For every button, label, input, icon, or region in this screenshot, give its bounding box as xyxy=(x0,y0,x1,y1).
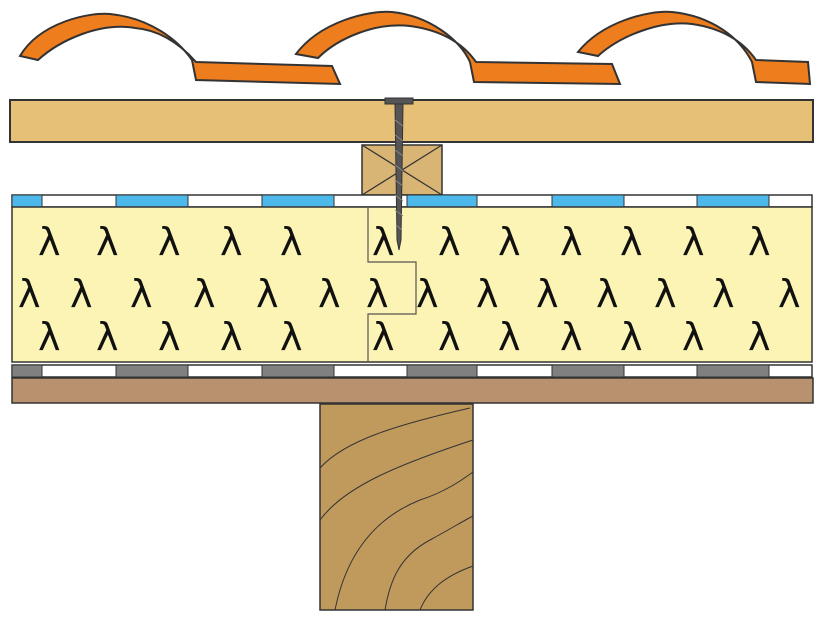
membrane-strip xyxy=(261,194,335,208)
roof-tile-1 xyxy=(18,12,342,86)
lambda-symbol: λ xyxy=(596,272,619,316)
lambda-symbol: λ xyxy=(682,315,705,359)
lambda-symbol: λ xyxy=(96,315,119,359)
insulation-panel xyxy=(11,206,813,363)
lambda-symbol: λ xyxy=(280,220,303,264)
lambda-symbol: λ xyxy=(748,220,771,264)
roof-tile-2 xyxy=(294,10,622,86)
lambda-symbol: λ xyxy=(158,220,181,264)
lambda-symbol: λ xyxy=(70,272,93,316)
lambda-symbol: λ xyxy=(318,272,341,316)
vapor-barrier-strip xyxy=(406,364,478,378)
lambda-symbol: λ xyxy=(536,272,559,316)
vapor-barrier-strip xyxy=(551,364,625,378)
lambda-symbol: λ xyxy=(38,220,61,264)
lambda-symbol: λ xyxy=(560,220,583,264)
lambda-symbol: λ xyxy=(18,272,41,316)
lambda-symbol: λ xyxy=(498,315,521,359)
lambda-symbol: λ xyxy=(366,272,389,316)
insulation-joint xyxy=(367,207,417,362)
lambda-symbol: λ xyxy=(416,272,439,316)
lambda-symbol: λ xyxy=(560,315,583,359)
lambda-symbol: λ xyxy=(96,220,119,264)
breathable-membrane xyxy=(11,194,813,208)
vapor-barrier-strip xyxy=(11,364,43,378)
membrane-strip xyxy=(551,194,625,208)
lambda-symbol: λ xyxy=(280,315,303,359)
lambda-symbol: λ xyxy=(654,272,677,316)
batten xyxy=(9,99,814,143)
lambda-symbol: λ xyxy=(220,315,243,359)
vapor-barrier-strip xyxy=(115,364,189,378)
lambda-symbol: λ xyxy=(438,315,461,359)
membrane-strip xyxy=(115,194,189,208)
rafter xyxy=(319,403,474,611)
lambda-symbol: λ xyxy=(38,315,61,359)
lambda-symbol: λ xyxy=(372,315,395,359)
decking-board xyxy=(11,377,814,404)
roof-tiles xyxy=(18,10,812,86)
lambda-symbol: λ xyxy=(620,220,643,264)
screw-fastener xyxy=(384,97,414,251)
vapor-barrier xyxy=(11,364,813,378)
lambda-symbol: λ xyxy=(158,315,181,359)
lambda-symbol: λ xyxy=(778,272,801,316)
roof-tile-3 xyxy=(576,10,812,86)
lambda-symbol: λ xyxy=(193,272,216,316)
lambda-symbol: λ xyxy=(620,315,643,359)
lambda-symbol: λ xyxy=(476,272,499,316)
lambda-symbol: λ xyxy=(712,272,735,316)
membrane-strip xyxy=(11,194,43,208)
membrane-strip xyxy=(696,194,770,208)
vapor-barrier-strip xyxy=(261,364,335,378)
lambda-symbol: λ xyxy=(748,315,771,359)
lambda-symbol: λ xyxy=(256,272,279,316)
lambda-symbol: λ xyxy=(130,272,153,316)
lambda-symbol: λ xyxy=(438,220,461,264)
lambda-symbol: λ xyxy=(220,220,243,264)
vapor-barrier-strip xyxy=(696,364,770,378)
lambda-symbol: λ xyxy=(682,220,705,264)
membrane-strip xyxy=(406,194,478,208)
lambda-symbol: λ xyxy=(498,220,521,264)
lambda-symbol: λ xyxy=(372,220,395,264)
